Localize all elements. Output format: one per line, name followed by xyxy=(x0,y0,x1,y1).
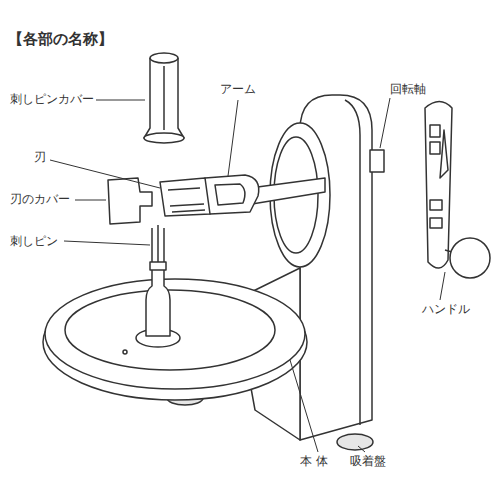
part-label: 回転軸 xyxy=(388,82,428,96)
part-label: 刃のカバー xyxy=(8,192,72,206)
part-label: 刺しピンカバー xyxy=(8,92,96,106)
part-label: 刃 xyxy=(32,150,48,164)
part-label: アーム xyxy=(218,82,258,96)
part-label: 刺しピン xyxy=(8,234,60,248)
part-label: 本 体 xyxy=(298,454,330,468)
part-label: 吸着盤 xyxy=(348,454,388,468)
part-label: ハンドル xyxy=(420,302,472,316)
diagram-title: 【各部の名称】 xyxy=(8,30,113,48)
